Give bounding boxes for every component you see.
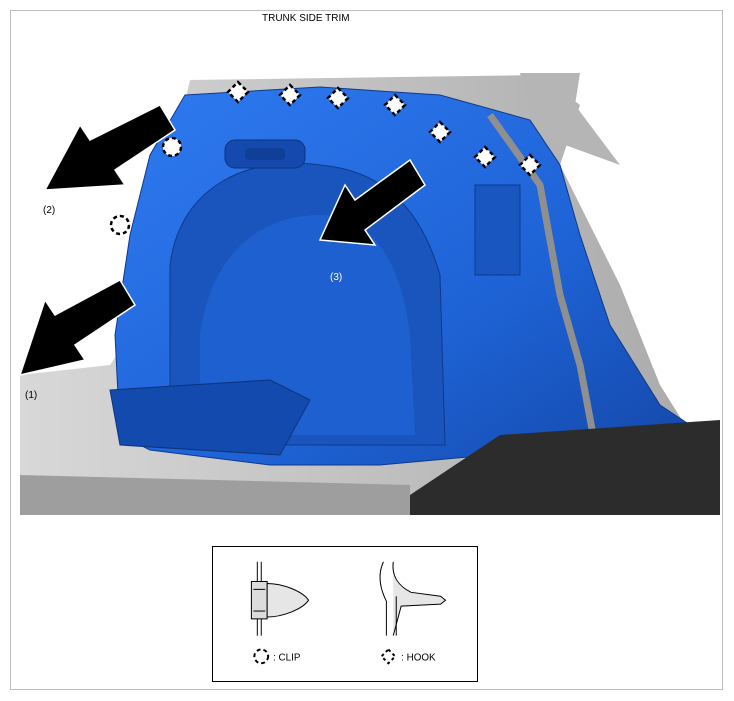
hook-legend-label: : HOOK xyxy=(401,652,436,663)
inner-well xyxy=(200,215,415,435)
hook-drawing xyxy=(379,561,447,636)
hook-marker-icon xyxy=(226,80,250,104)
hook-marker-icon xyxy=(326,86,350,110)
hook-marker-icon xyxy=(473,145,497,169)
hook-marker-icon xyxy=(518,153,542,177)
cargo-floor xyxy=(410,420,720,515)
hook-marker-icon xyxy=(278,83,302,107)
sill xyxy=(20,475,410,515)
callout-step-1: (1) xyxy=(25,390,38,401)
hook-symbol-icon xyxy=(380,648,397,665)
callout-step-2: (2) xyxy=(43,205,56,216)
handle-grip xyxy=(245,148,285,160)
removal-arrow-3 xyxy=(318,158,426,246)
storage-box xyxy=(109,379,311,456)
seat-belt xyxy=(487,112,599,446)
vent-grille xyxy=(474,184,521,276)
callout-step-3: (3) xyxy=(330,272,343,283)
clip-symbol-icon xyxy=(253,648,270,665)
hook-marker-icon xyxy=(428,120,452,144)
removal-arrow-1 xyxy=(20,279,137,376)
clip-drawing xyxy=(250,561,310,636)
roof-pillar xyxy=(520,73,620,165)
clip-marker-icon xyxy=(161,136,183,158)
trunk-side-trim-label: TRUNK SIDE TRIM xyxy=(262,13,350,24)
clip-legend-label: : CLIP xyxy=(273,652,301,663)
clip-marker-icon xyxy=(109,214,131,236)
hook-marker-icon xyxy=(383,93,407,117)
removal-arrow-2 xyxy=(43,104,177,191)
figure-frame xyxy=(10,10,723,690)
trunk-side-trim-illustration xyxy=(20,73,720,515)
fastener-legend: : CLIP : HOOK xyxy=(212,546,478,682)
